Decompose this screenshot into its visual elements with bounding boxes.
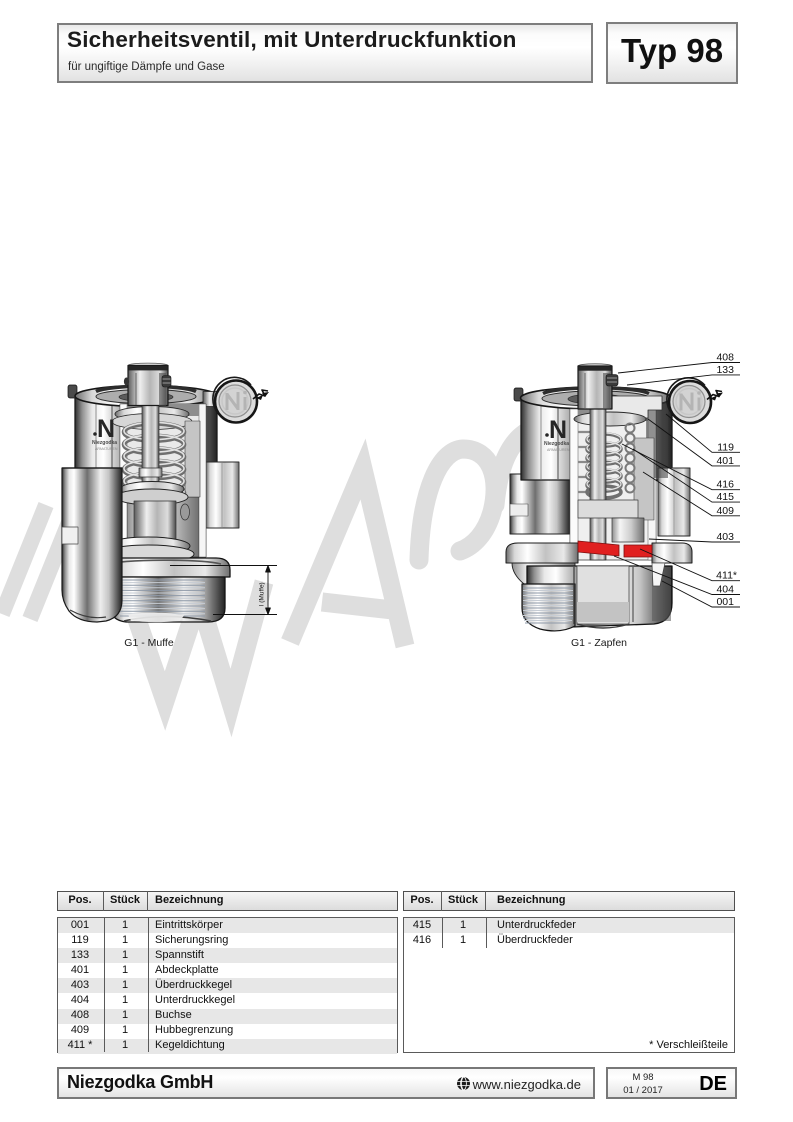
svg-text:l (Muffe): l (Muffe) [259,582,266,606]
svg-text:133: 133 [716,364,734,376]
svg-text:416: 416 [716,479,734,491]
svg-text:408: 408 [716,352,734,364]
svg-text:001: 001 [716,596,734,608]
svg-text:401: 401 [716,455,734,467]
svg-text:404: 404 [716,584,734,596]
svg-text:409: 409 [716,505,734,517]
svg-text:403: 403 [716,531,734,543]
svg-text:ARMATUREN: ARMATUREN [95,447,118,451]
svg-text:Niezgodka: Niezgodka [92,440,117,446]
svg-text:ARMATUREN: ARMATUREN [547,448,570,452]
svg-text:G1 - Muffe: G1 - Muffe [124,637,174,649]
svg-text:G1 - Zapfen: G1 - Zapfen [571,637,627,649]
svg-text:N: N [97,415,115,443]
svg-text:Niezgodka: Niezgodka [544,441,569,447]
svg-text:411*: 411* [716,570,737,582]
svg-text:119: 119 [717,441,734,453]
svg-text:N: N [549,416,567,444]
svg-text:415: 415 [716,491,734,503]
